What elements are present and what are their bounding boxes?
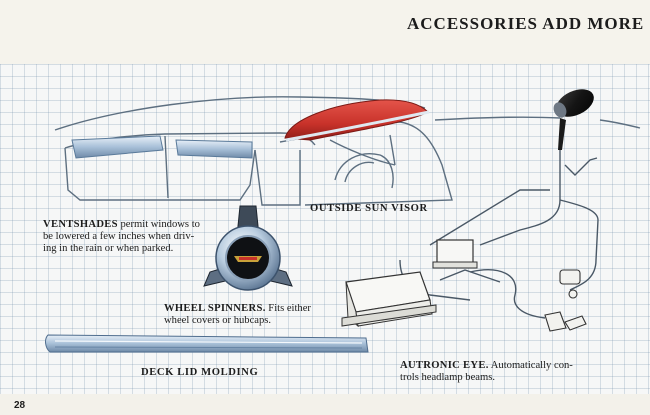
ventshade-rear <box>175 139 253 159</box>
wheel-spinner <box>203 205 293 291</box>
ventshade-front <box>71 135 164 159</box>
wheel-spinners-caption: WHEEL SPINNERS. Fits either wheel covers… <box>164 303 364 327</box>
page-title: ACCESSORIES ADD MORE <box>407 14 645 33</box>
autronic-eye-amplifier-box <box>341 271 437 328</box>
deck-lid-molding-label: DECK LID MOLDING <box>141 367 259 378</box>
autronic-eye-caption: AUTRONIC EYE. Automatically con- trols h… <box>400 360 610 384</box>
autronic-eye-label: AUTRONIC EYE. <box>400 360 489 371</box>
autronic-eye-wiring <box>399 150 599 319</box>
wheel-spinners-text-2: wheel covers or hubcaps. <box>164 315 272 326</box>
wheel-spinners-label: WHEEL SPINNERS. <box>164 303 266 314</box>
wheel-spinners-text-1: Fits either <box>268 303 311 314</box>
sun-visor <box>284 99 429 141</box>
ventshades-text-1: permit windows to <box>120 219 200 230</box>
autronic-eye-text-1: Automatically con- <box>490 360 573 371</box>
autronic-eye-sensor <box>553 89 594 150</box>
autronic-eye-switch <box>544 269 587 332</box>
ventshades-caption: VENTSHADES permit windows to be lowered … <box>43 219 233 255</box>
autronic-eye-text-2: trols headlamp beams. <box>400 372 496 383</box>
ventshades-text-2: be lowered a few inches when driv- <box>43 231 195 242</box>
sun-visor-chrome-edge <box>285 110 430 142</box>
page-header <box>0 0 650 64</box>
ventshades-text-3: ing in the rain or when parked. <box>43 243 174 254</box>
deck-lid-molding <box>45 334 369 353</box>
autronic-eye-control-box-small <box>432 239 478 269</box>
sun-visor-label: OUTSIDE SUN VISOR <box>310 203 428 214</box>
ventshades-label: VENTSHADES <box>43 219 118 230</box>
page-number: 28 <box>14 400 26 411</box>
